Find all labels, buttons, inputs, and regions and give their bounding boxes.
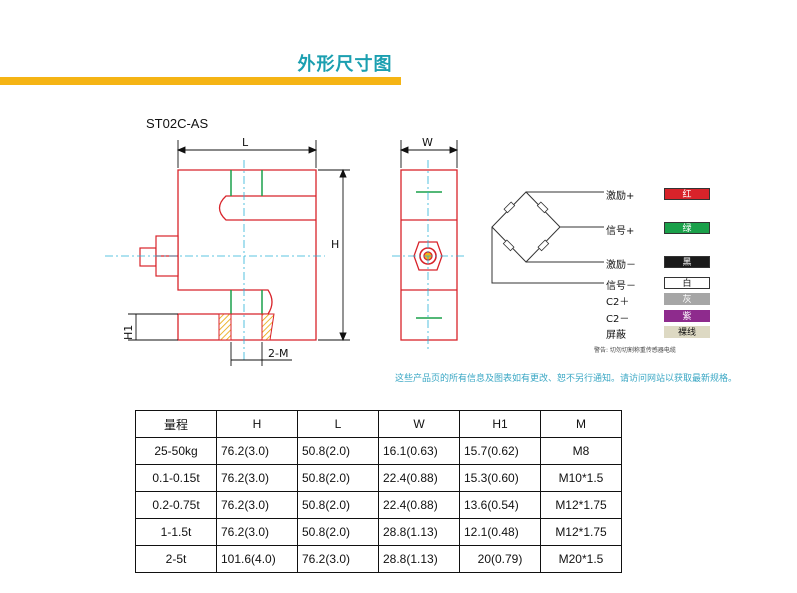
cell-range: 0.1-0.15t: [135, 464, 217, 492]
cell-h1: 20(0.79): [459, 545, 541, 573]
title-accent-bar: [0, 77, 401, 85]
wire-swatch-red: 红: [664, 188, 710, 200]
table-row: 0.2-0.75t 76.2(3.0) 50.8(2.0) 22.4(0.88)…: [135, 491, 622, 519]
cell-range: 25-50kg: [135, 437, 217, 465]
header-h: H: [216, 410, 298, 438]
dimension-w-label: W: [422, 136, 433, 149]
cell-h: 76.2(3.0): [216, 464, 298, 492]
front-view: [400, 169, 458, 341]
cell-l: 50.8(2.0): [297, 491, 379, 519]
cell-w: 28.8(1.13): [378, 518, 460, 546]
cell-h1: 15.7(0.62): [459, 437, 541, 465]
cell-h1: 12.1(0.48): [459, 518, 541, 546]
cell-m: M10*1.5: [540, 464, 622, 492]
dimension-l-line: [176, 140, 318, 168]
dimension-h1-label: H1: [122, 325, 135, 340]
table-row: 1-1.5t 76.2(3.0) 50.8(2.0) 28.8(1.13) 12…: [135, 518, 622, 546]
wire-swatch-gray: 灰: [664, 293, 710, 305]
cell-l: 50.8(2.0): [297, 464, 379, 492]
cell-h: 76.2(3.0): [216, 518, 298, 546]
cell-h1: 15.3(0.60): [459, 464, 541, 492]
cell-w: 28.8(1.13): [378, 545, 460, 573]
wire-swatch-green: 绿: [664, 222, 710, 234]
cell-range: 0.2-0.75t: [135, 491, 217, 519]
header-m: M: [540, 410, 622, 438]
dimension-m-label: 2-M: [268, 347, 288, 360]
cell-h: 76.2(3.0): [216, 437, 298, 465]
front-center-lines: [392, 160, 465, 350]
cell-m: M12*1.75: [540, 518, 622, 546]
wire-swatch-black: 黑: [664, 256, 710, 268]
cell-w: 22.4(0.88): [378, 491, 460, 519]
cell-m: M20*1.5: [540, 545, 622, 573]
threaded-hole: [218, 313, 275, 341]
cell-l: 50.8(2.0): [297, 518, 379, 546]
header-w: W: [378, 410, 460, 438]
cell-m: M12*1.75: [540, 491, 622, 519]
wire-label-c2-plus: C2＋: [606, 297, 630, 308]
model-label: ST02C-AS: [146, 116, 209, 131]
side-view: [177, 169, 317, 341]
cell-h1: 13.6(0.54): [459, 491, 541, 519]
bridge-diagram: [491, 191, 604, 284]
table-header-row: 量程 H L W H1 M: [135, 410, 622, 438]
center-lines: [105, 160, 325, 360]
cable-warning: 警告: 切勿切割称重传感器电缆: [594, 347, 676, 354]
dimension-drawing: L H H1 2-M W: [105, 136, 604, 366]
cell-m: M8: [540, 437, 622, 465]
wire-label-excitation-minus: 激励－: [606, 260, 636, 271]
wire-swatch-white: 白: [664, 277, 710, 289]
cell-h: 76.2(3.0): [216, 491, 298, 519]
wire-label-signal-minus: 信号－: [606, 281, 636, 292]
wire-label-c2-minus: C2－: [606, 314, 630, 325]
cell-w: 16.1(0.63): [378, 437, 460, 465]
table-row: 0.1-0.15t 76.2(3.0) 50.8(2.0) 22.4(0.88)…: [135, 464, 622, 492]
cell-l: 50.8(2.0): [297, 437, 379, 465]
dimension-h-label: H: [331, 238, 339, 251]
spec-table: 量程 H L W H1 M 25-50kg 76.2(3.0) 50.8(2.0…: [135, 410, 622, 573]
cell-range: 2-5t: [135, 545, 217, 573]
cell-range: 1-1.5t: [135, 518, 217, 546]
dimension-w-line: [399, 140, 459, 168]
change-notice: 这些产品页的所有信息及图表如有更改、恕不另行通知。请访问网站以获取最新规格。: [395, 374, 738, 384]
table-row: 25-50kg 76.2(3.0) 50.8(2.0) 16.1(0.63) 1…: [135, 437, 622, 465]
cell-w: 22.4(0.88): [378, 464, 460, 492]
cell-l: 76.2(3.0): [297, 545, 379, 573]
wire-label-excitation-plus: 激励+: [606, 191, 635, 202]
cell-h: 101.6(4.0): [216, 545, 298, 573]
wire-swatch-bare: 裸线: [664, 326, 710, 338]
header-l: L: [297, 410, 379, 438]
wire-swatch-purple: 紫: [664, 310, 710, 322]
wire-label-signal-plus: 信号+: [606, 226, 635, 237]
dimension-m-line: [230, 342, 292, 366]
dimension-l-label: L: [242, 136, 249, 149]
dimension-h-line: [318, 168, 350, 342]
header-h1: H1: [459, 410, 541, 438]
wire-label-shield: 屏蔽: [606, 330, 626, 341]
header-range: 量程: [135, 410, 217, 438]
table-row: 2-5t 101.6(4.0) 76.2(3.0) 28.8(1.13) 20(…: [135, 545, 622, 573]
dimension-h1-line: [128, 313, 178, 341]
page-title: 外形尺寸图: [297, 54, 393, 75]
